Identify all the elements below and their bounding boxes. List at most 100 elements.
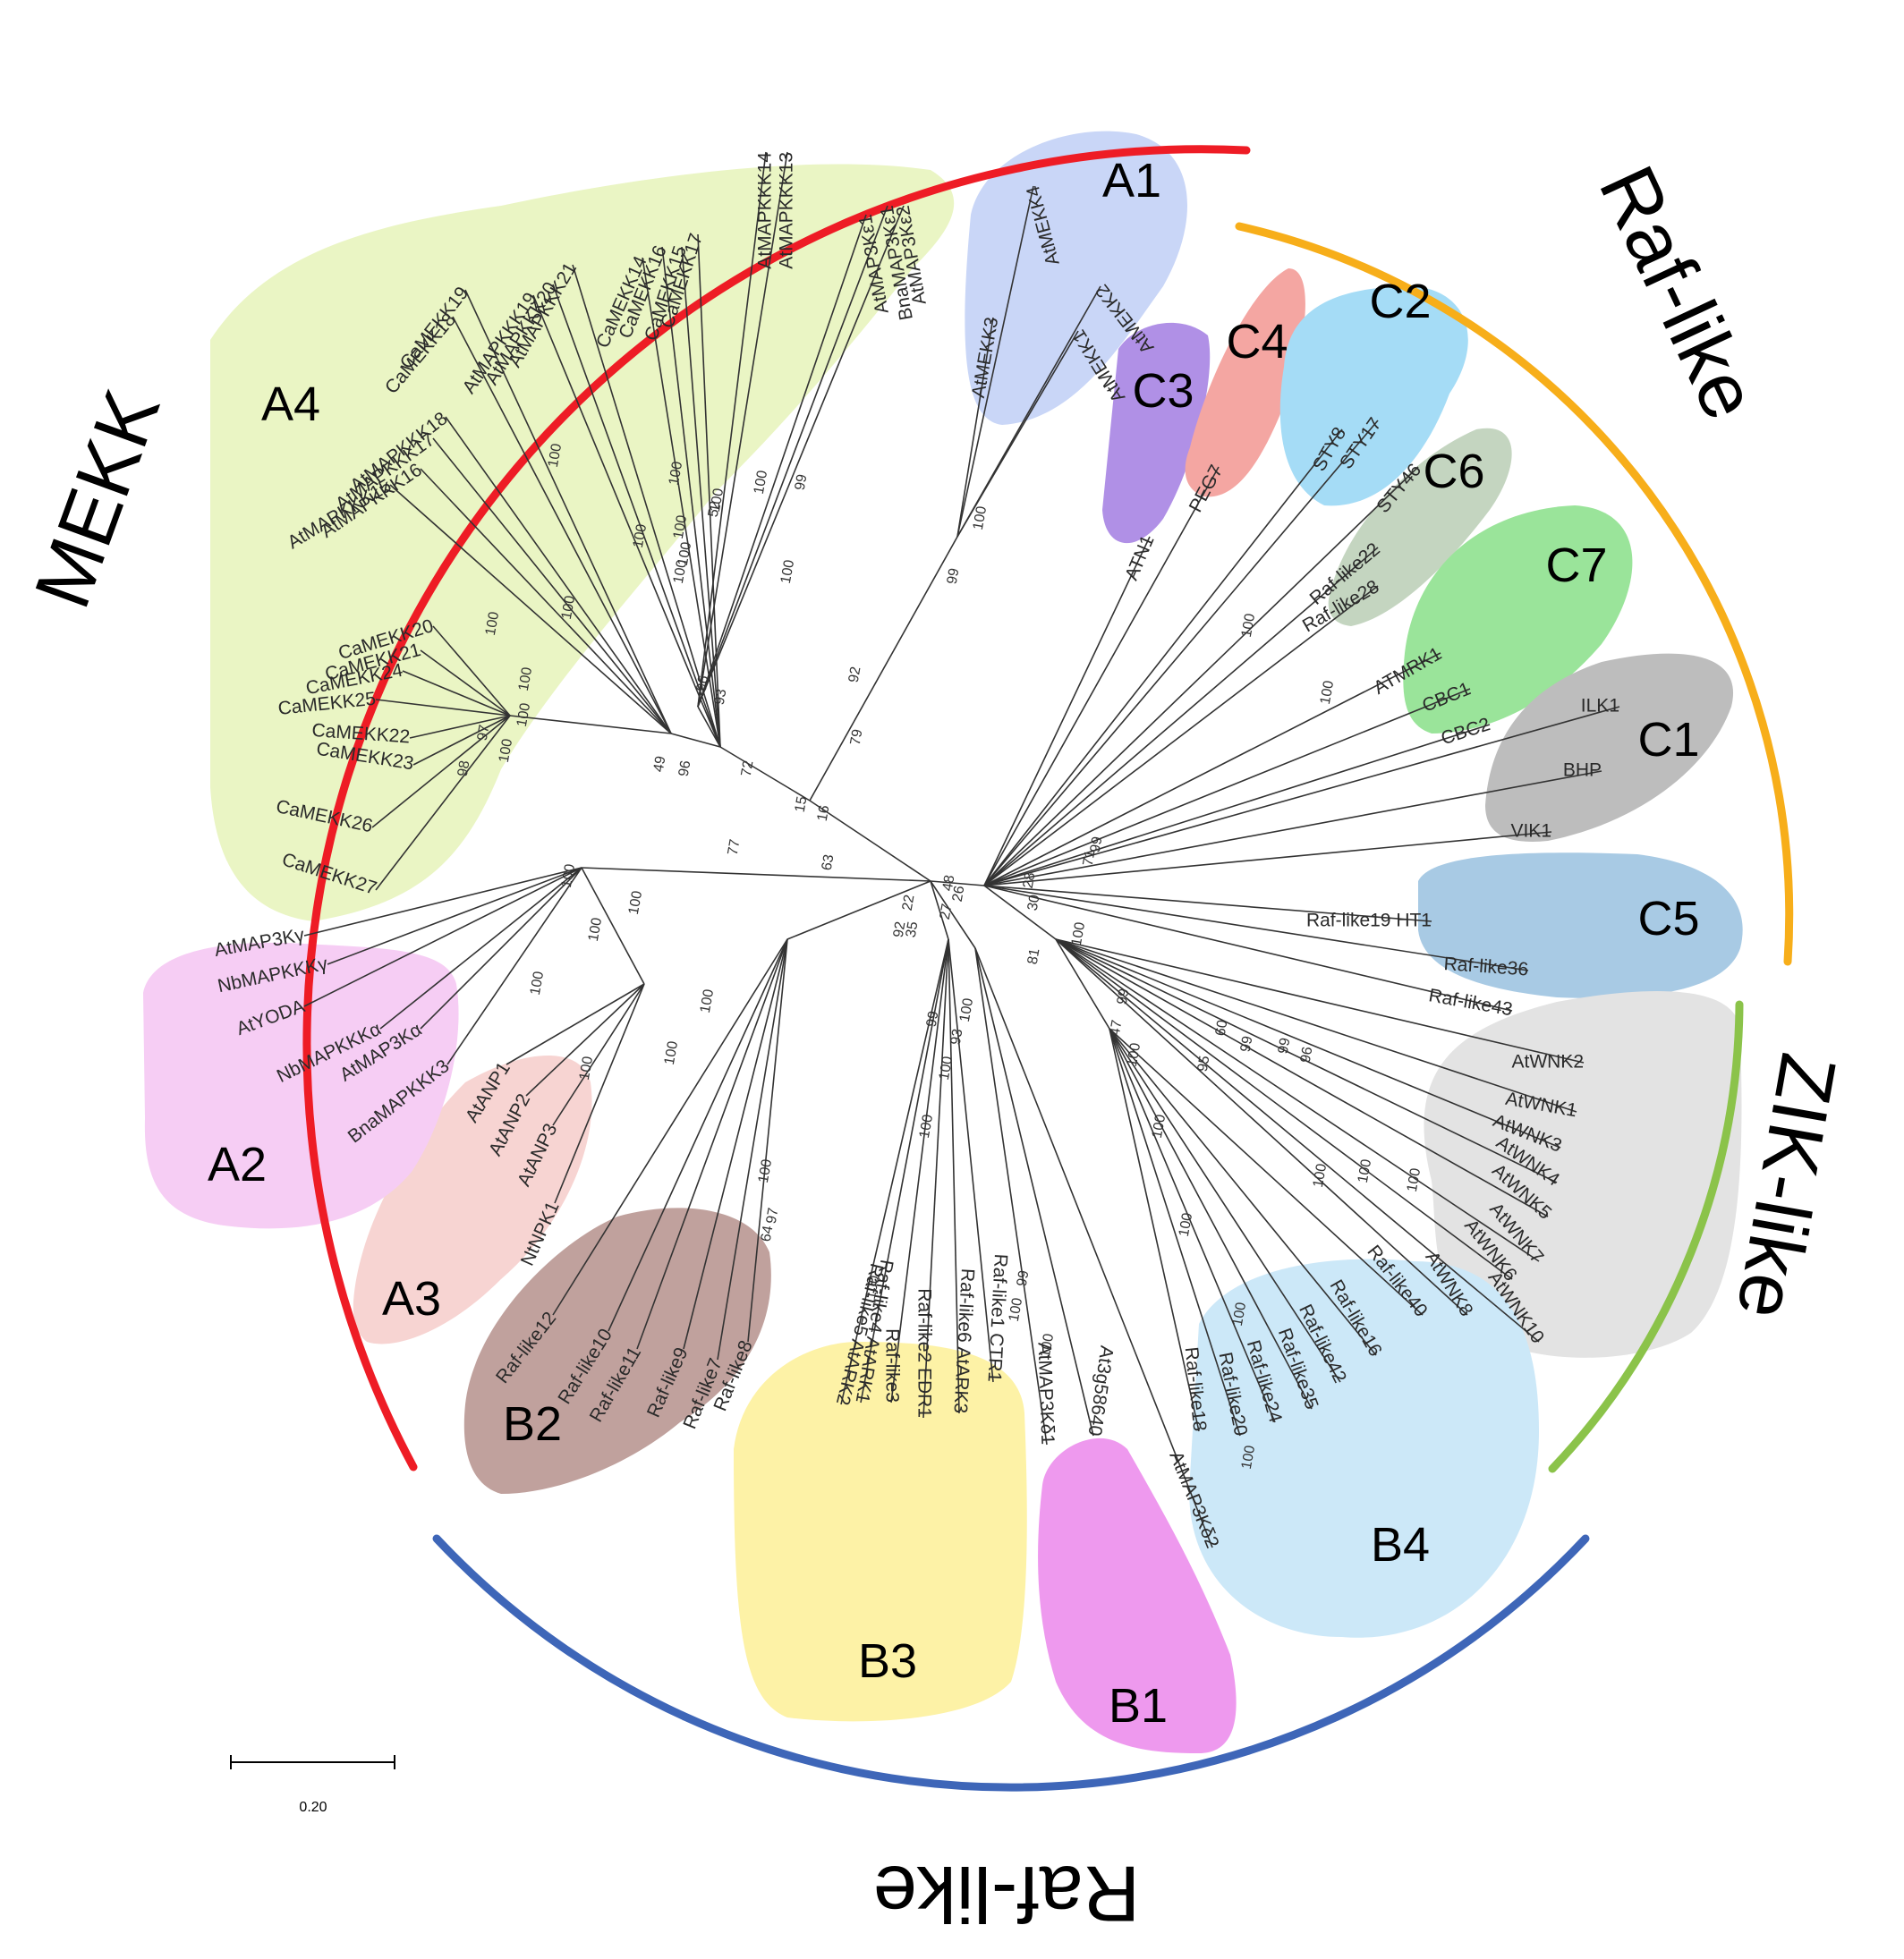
leaf-branch — [303, 867, 582, 937]
bootstrap-value: 15 — [793, 795, 811, 814]
tree-branch — [786, 880, 931, 940]
tree-branch — [809, 536, 958, 801]
bootstrap-value: 100 — [708, 488, 727, 513]
bootstrap-value: 81 — [1025, 947, 1043, 966]
leaf-branch — [402, 670, 511, 717]
bootstrap-value: 27 — [938, 903, 956, 921]
group-label-b1: B1 — [1109, 1679, 1168, 1733]
bootstrap-value: 100 — [1311, 1163, 1330, 1189]
bootstrap-value: 95 — [1195, 1055, 1213, 1073]
leaf-label: Raf-like3 — [881, 1328, 902, 1403]
bootstrap-value: 100 — [586, 917, 605, 943]
bootstrap-value: 100 — [778, 559, 797, 585]
leaf-branch — [371, 715, 511, 828]
bootstrap-value: 48 — [940, 874, 958, 893]
tree-branch — [809, 800, 931, 882]
leaf-branch — [948, 938, 960, 1414]
family-label-mekk: MEKK — [17, 378, 176, 618]
bootstrap-value: 99 — [945, 567, 963, 586]
bootstrap-value: 63 — [820, 853, 837, 872]
bootstrap-value: 99 — [1115, 988, 1133, 1006]
bootstrap-value: 92 — [891, 920, 909, 939]
leaf-branch — [983, 420, 1379, 886]
group-label-c7: C7 — [1545, 539, 1607, 592]
bootstrap-value: 100 — [957, 997, 976, 1023]
leaf-branch — [948, 938, 994, 1383]
bootstrap-value: 100 — [1230, 1302, 1249, 1327]
leaf-branch — [1109, 1028, 1377, 1356]
leaf-branch — [446, 867, 582, 1065]
leaf-branch — [1109, 1028, 1424, 1316]
family-arc-mekk — [302, 145, 1251, 1471]
leaf-branch — [525, 983, 645, 1097]
bootstrap-value: 30 — [1025, 894, 1043, 912]
leaf-branch — [532, 294, 721, 748]
leaf-branch — [697, 205, 888, 708]
leaf-label: BHP — [1563, 760, 1602, 781]
leaf-branch — [974, 947, 1094, 1437]
leaf-branch — [890, 938, 949, 1404]
bootstrap-value: 100 — [577, 1056, 596, 1081]
bootstrap-value: 100 — [971, 505, 990, 531]
family-arc-zik — [1548, 1000, 1744, 1473]
group-label-b2: B2 — [503, 1397, 562, 1451]
bootstrap-value: 97 — [475, 724, 493, 742]
leaf-branch — [389, 484, 672, 734]
leaf-branch — [552, 983, 645, 1126]
cluster-c3-background — [1102, 322, 1211, 544]
leaf-branch — [983, 770, 1602, 886]
leaf-branch — [506, 983, 645, 1065]
leaf-branch — [1109, 1028, 1313, 1410]
leaf-branch — [983, 885, 1513, 1012]
bootstrap-value: 99 — [1238, 1035, 1256, 1054]
leaf-branch — [1055, 938, 1561, 1149]
group-label-a3: A3 — [382, 1272, 441, 1326]
leaf-branch — [636, 938, 788, 1350]
tree-branch — [697, 706, 721, 748]
leaf-branch — [1055, 938, 1558, 1183]
leaf-branch — [661, 246, 721, 748]
leaf-branch — [697, 205, 905, 708]
leaf-label: Raf-like43 — [1427, 985, 1514, 1020]
bootstrap-value: 79 — [848, 728, 866, 747]
leaf-branch — [697, 151, 788, 708]
bootstrap-value: 100 — [917, 1114, 936, 1140]
bootstrap-value: 99 — [924, 1010, 942, 1029]
bootstrap-value: 100 — [756, 1158, 775, 1184]
cluster-c4-background — [1185, 268, 1305, 497]
group-label-c3: C3 — [1132, 364, 1194, 418]
leaf-branch — [747, 938, 788, 1343]
bootstrap-value: 52 — [706, 500, 724, 519]
cluster-a1-background — [965, 131, 1188, 426]
leaf-branch — [983, 466, 1220, 886]
bootstrap-value: 100 — [1318, 680, 1337, 706]
leaf-branch — [375, 699, 511, 717]
bootstrap-value: 97 — [764, 1207, 782, 1225]
leaf-branch — [379, 867, 582, 1030]
bootstrap-value: 100 — [667, 461, 685, 487]
leaf-branch — [420, 468, 672, 734]
leaf-branch — [983, 428, 1343, 886]
leaf-label: Raf-like2 EDR1 — [914, 1288, 934, 1418]
bootstrap-value: 100 — [631, 523, 650, 549]
bootstrap-value: 100 — [516, 666, 535, 692]
leaf-branch — [642, 257, 721, 748]
tree-branch — [1055, 938, 1110, 1030]
leaf-label: AtWNK2 — [1511, 1052, 1584, 1073]
cluster-b1-background — [1038, 1437, 1237, 1753]
leaf-branch — [1055, 938, 1468, 1316]
group-label-a1: A1 — [1102, 154, 1161, 208]
bootstrap-value: 99 — [793, 473, 811, 492]
leaf-label: AtMAPKKK14 — [755, 152, 776, 269]
bootstrap-value: 96 — [1298, 1046, 1316, 1064]
leaf-branch — [452, 316, 672, 734]
leaf-branch — [956, 317, 994, 538]
group-label-c5: C5 — [1637, 892, 1699, 946]
bootstrap-value: 22 — [900, 894, 918, 912]
leaf-branch — [1109, 1028, 1276, 1423]
tree-branch — [719, 746, 811, 801]
bootstrap-value: 100 — [662, 1040, 681, 1066]
leaf-branch — [1055, 938, 1513, 1280]
leaf-branch — [420, 649, 511, 717]
bootstrap-value: 100 — [559, 595, 578, 621]
